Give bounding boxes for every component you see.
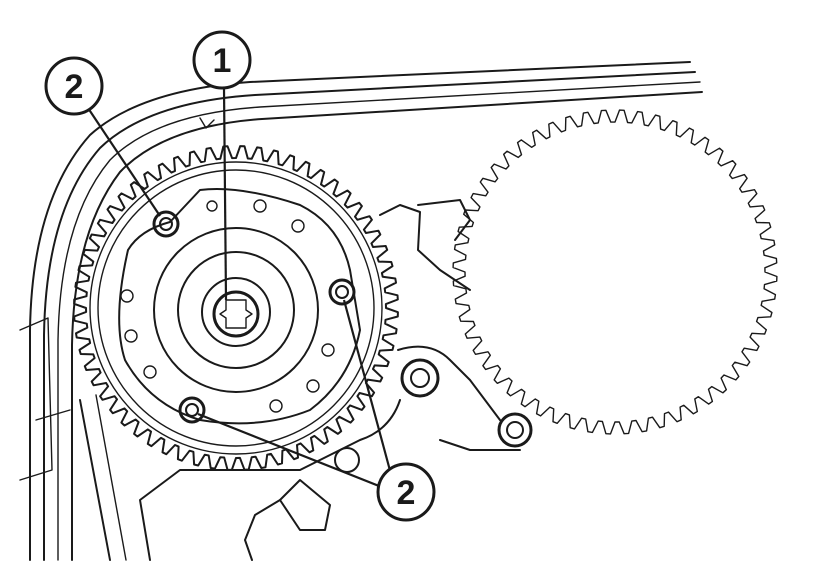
engine-block-details — [79, 199, 533, 561]
intermediate-sprocket — [452, 109, 778, 435]
callout-2-top-label: 2 — [65, 68, 84, 106]
engine-cover-outline — [19, 61, 703, 561]
callout-1-label: 1 — [213, 42, 232, 80]
callout-2-bottom: 2 — [376, 462, 436, 522]
leader-lines — [87, 87, 394, 490]
camshaft-sprocket-teeth — [73, 145, 399, 471]
callout-2-bottom-label: 2 — [397, 474, 416, 512]
sprocket-bolts — [152, 210, 356, 424]
callout-1: 1 — [192, 30, 252, 90]
sprocket-hub — [118, 188, 361, 425]
callout-2-top: 2 — [44, 56, 104, 116]
